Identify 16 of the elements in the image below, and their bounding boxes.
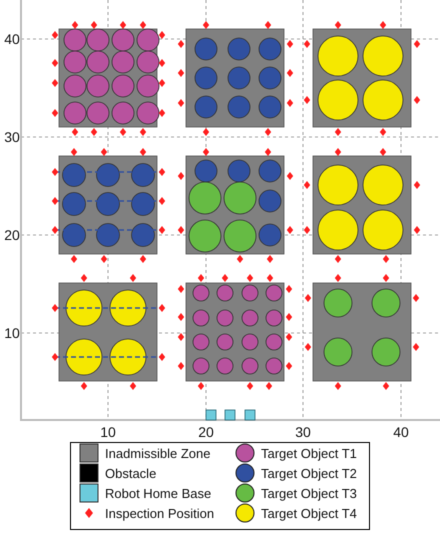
legend-label: Inspection Position: [105, 506, 214, 520]
axis-tick-label: 40: [4, 31, 20, 47]
legend-label: Inadmissible Zone: [105, 446, 210, 460]
legend-label: Target Object T1: [261, 446, 357, 460]
axis-tick-label: 40: [393, 424, 409, 440]
axis-tick-label: 10: [4, 325, 20, 341]
axis-tick-label: 20: [4, 227, 20, 243]
legend-label: Obstacle: [105, 466, 156, 480]
legend-label: Robot Home Base: [105, 486, 212, 500]
axis-tick-label: 20: [198, 424, 214, 440]
legend-label: Target Object T3: [261, 486, 357, 500]
legend-label: Target Object T2: [261, 466, 357, 480]
axis-tick-label: 30: [295, 424, 311, 440]
axis-tick-label: 10: [100, 424, 116, 440]
legend-label: Target Object T4: [261, 506, 357, 520]
axis-tick-label: 30: [4, 129, 20, 145]
